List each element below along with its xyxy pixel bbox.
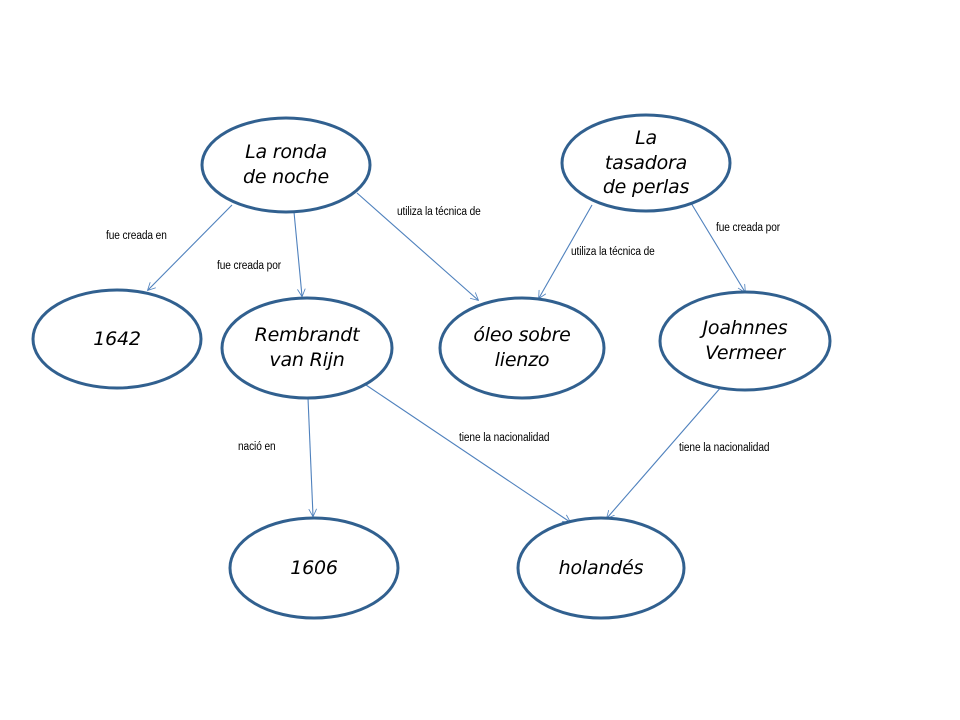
edge-rembrandt-to-holandes bbox=[365, 384, 572, 523]
nodes-layer bbox=[31, 113, 832, 620]
edge-label-e3: utiliza la técnica de bbox=[397, 206, 481, 218]
edge-ronda-to-rembrandt bbox=[293, 211, 306, 298]
node-ellipse-tasadora[interactable] bbox=[560, 113, 732, 213]
edge-label-e2: fue creada por bbox=[217, 260, 282, 272]
edge-label-e4: utiliza la técnica de bbox=[571, 246, 655, 258]
edge-vermeer-to-holandes bbox=[606, 385, 723, 519]
edge-label-e6: nació en bbox=[238, 441, 276, 453]
edge-ronda-to-oleo bbox=[356, 192, 479, 301]
edge-label-e5: fue creada por bbox=[716, 222, 781, 234]
edge-ronda-to-y1642 bbox=[147, 204, 233, 291]
node-ellipse-y1642[interactable] bbox=[31, 288, 203, 390]
edge-tasadora-to-vermeer bbox=[690, 202, 746, 294]
node-ellipse-y1606[interactable] bbox=[228, 516, 400, 620]
node-ellipse-vermeer[interactable] bbox=[658, 290, 832, 392]
edge-label-e8: tiene la nacionalidad bbox=[679, 442, 770, 454]
edge-label-e7: tiene la nacionalidad bbox=[459, 432, 550, 444]
node-ellipse-holandes[interactable] bbox=[516, 516, 686, 620]
edge-tasadora-to-oleo bbox=[538, 204, 593, 300]
node-ellipse-oleo[interactable] bbox=[438, 296, 606, 400]
edge-rembrandt-to-y1606 bbox=[307, 397, 317, 518]
edge-label-e1: fue creada en bbox=[106, 230, 167, 242]
edges-layer bbox=[147, 192, 746, 523]
node-ellipse-ronda[interactable] bbox=[200, 116, 372, 214]
node-ellipse-rembrandt[interactable] bbox=[220, 296, 394, 400]
